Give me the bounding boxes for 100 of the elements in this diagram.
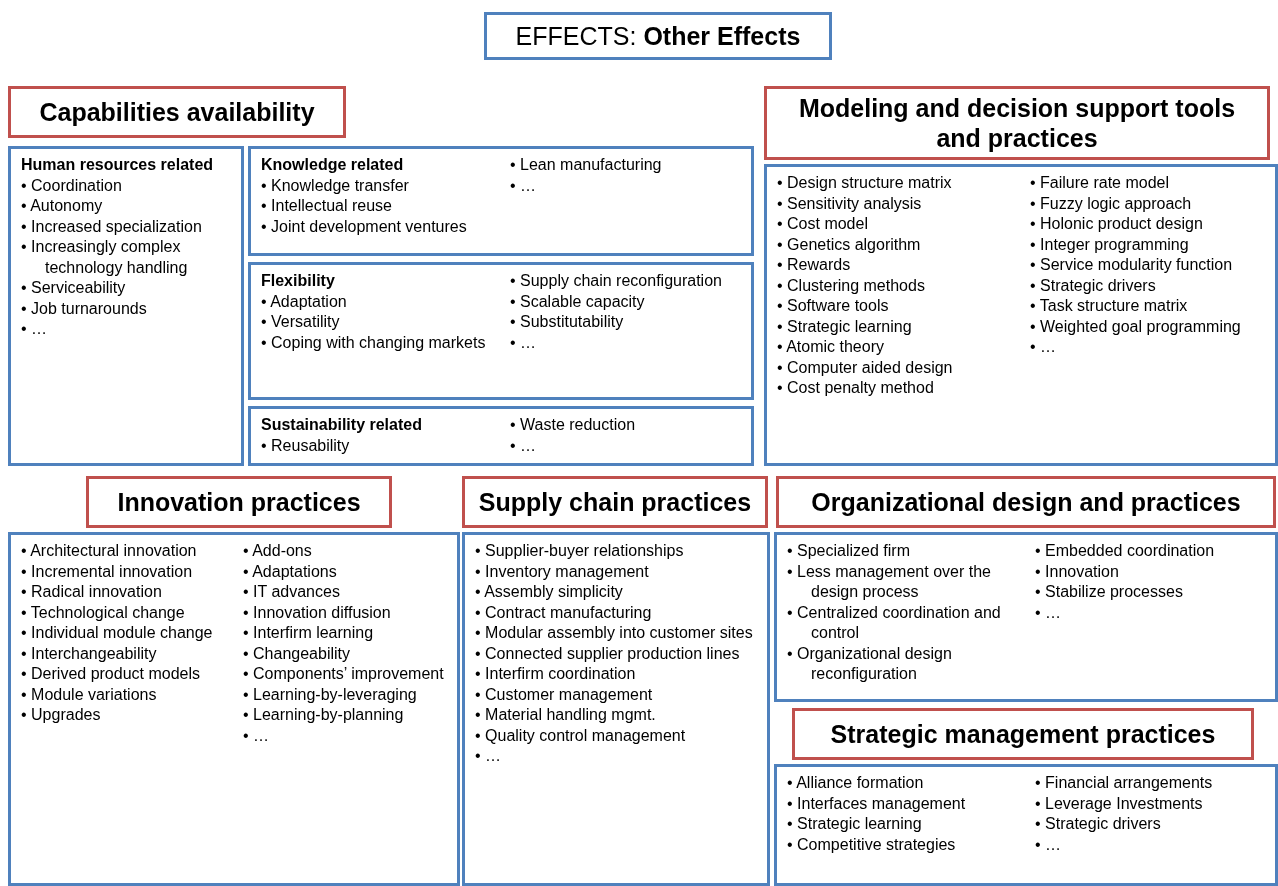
list-item: • Innovation [1035, 561, 1120, 582]
list-item: • Module variations [21, 684, 158, 705]
list-item: • Specialized firm [787, 541, 911, 561]
list-item: • Atomic theory [777, 337, 885, 357]
list-item: • Job turnarounds [21, 298, 148, 319]
list-item: • Cost penalty method [777, 378, 935, 398]
list-item: • Radical innovation [21, 582, 163, 602]
list-item: • Components’ improvement [243, 664, 445, 684]
heading-box: Strategic management practices [792, 708, 1254, 760]
list-item: • Rewards [777, 255, 852, 275]
list-item: • … [510, 175, 538, 196]
list-item: • Integer programming [1030, 234, 1190, 255]
list-item: • Innovation diffusion [243, 602, 392, 623]
heading-box: Organizational design and practices [776, 476, 1276, 528]
list-item: • Clustering methods [777, 275, 926, 296]
list-item: • Interfaces management [787, 793, 967, 814]
list-item: • Stabilize processes [1035, 582, 1184, 602]
list-item: • … [510, 435, 538, 456]
title-box: EFFECTS: Other Effects [484, 12, 832, 60]
list-item: • Leverage Investments [1035, 793, 1204, 814]
heading-box: Innovation practices [86, 476, 392, 528]
section-box [764, 164, 1278, 466]
list-item: • Centralized coordination and control [787, 602, 1002, 643]
list-item: • Adaptation [261, 291, 348, 312]
section-box [248, 146, 754, 256]
list-item: • Modular assembly into customer sites [475, 623, 754, 643]
list-item: • Individual module change [21, 623, 214, 643]
list-item: • Embedded coordination [1035, 541, 1216, 561]
section-box [8, 532, 460, 886]
list-item: • … [1030, 337, 1058, 357]
list-item: • Design structure matrix [777, 173, 953, 193]
list-item: • Supplier-buyer relationships [475, 541, 685, 561]
list-item: • Coordination [21, 175, 123, 196]
list-item: • Increasingly complex technology handling [21, 237, 189, 278]
list-item: • Scalable capacity [510, 291, 646, 312]
list-item: • Software tools [777, 296, 890, 316]
list-item: • Alliance formation [787, 773, 925, 793]
list-item: • Less management over the design process [787, 561, 992, 602]
list-item: • Holonic product design [1030, 214, 1204, 234]
section-box [774, 532, 1278, 702]
list-item: • Waste reduction [510, 415, 637, 435]
list-item: • Contract manufacturing [475, 602, 653, 623]
section-heading: Human resources related [21, 155, 215, 175]
list-item: • Quality control management [475, 725, 687, 746]
list-item: • Fuzzy logic approach [1030, 193, 1193, 214]
list-item: • Assembly simplicity [475, 582, 624, 602]
list-item: • … [21, 319, 49, 339]
list-item: • Lean manufacturing [510, 155, 663, 175]
list-item: • Autonomy [21, 196, 104, 216]
list-item: • Strategic drivers [1035, 814, 1162, 834]
list-item: • Incremental innovation [21, 561, 194, 582]
list-item: • Service modularity function [1030, 255, 1234, 275]
list-item: • Computer aided design [777, 357, 954, 378]
list-item: • Intellectual reuse [261, 196, 393, 216]
list-item: • Genetics algorithm [777, 234, 922, 255]
list-item: • Strategic learning [777, 316, 913, 337]
section-box [248, 406, 754, 466]
heading-box: Capabilities availability [8, 86, 346, 138]
list-item: • … [475, 746, 503, 766]
list-item: • Interfirm coordination [475, 664, 637, 684]
list-item: • Technological change [21, 602, 186, 623]
list-item: • Weighted goal programming [1030, 316, 1242, 337]
list-item: • Learning-by-leveraging [243, 684, 418, 705]
list-item: • Task structure matrix [1030, 296, 1189, 316]
list-item: • … [1035, 602, 1063, 623]
list-item: • Substitutability [510, 312, 625, 332]
list-item: • Coping with changing markets [261, 332, 487, 353]
list-item: • Competitive strategies [787, 834, 957, 855]
list-item: • Financial arrangements [1035, 773, 1214, 793]
list-item: • Supply chain reconfiguration [510, 271, 723, 291]
section-heading: Knowledge related [261, 155, 405, 175]
list-item: • Joint development ventures [261, 216, 468, 237]
list-item: • IT advances [243, 582, 341, 602]
list-item: • Learning-by-planning [243, 705, 405, 725]
list-item: • Failure rate model [1030, 173, 1170, 193]
list-item: • Serviceability [21, 278, 127, 298]
section-box [248, 262, 754, 400]
list-item: • Strategic drivers [1030, 275, 1157, 296]
list-item: • Material handling mgmt. [475, 705, 657, 725]
list-item: • Inventory management [475, 561, 650, 582]
list-item: • Reusability [261, 435, 351, 456]
list-item: • Architectural innovation [21, 541, 198, 561]
list-item: • Interchangeability [21, 643, 158, 664]
list-item: • Cost model [777, 214, 869, 234]
list-item: • Adaptations [243, 561, 338, 582]
section-box [462, 532, 770, 886]
list-item: • Increased specialization [21, 216, 203, 237]
list-item: • Changeability [243, 643, 351, 664]
list-item: • Strategic learning [787, 814, 923, 834]
list-item: • … [510, 332, 538, 353]
list-item: • … [243, 725, 271, 746]
list-item: • Knowledge transfer [261, 175, 410, 196]
list-item: • Upgrades [21, 705, 102, 725]
section-heading: Sustainability related [261, 415, 423, 435]
section-box [8, 146, 244, 466]
list-item: • Connected supplier production lines [475, 643, 741, 664]
list-item: • Interfirm learning [243, 623, 375, 643]
list-item: • Sensitivity analysis [777, 193, 923, 214]
list-item: • Derived product models [21, 664, 201, 684]
section-heading: Flexibility [261, 271, 336, 291]
